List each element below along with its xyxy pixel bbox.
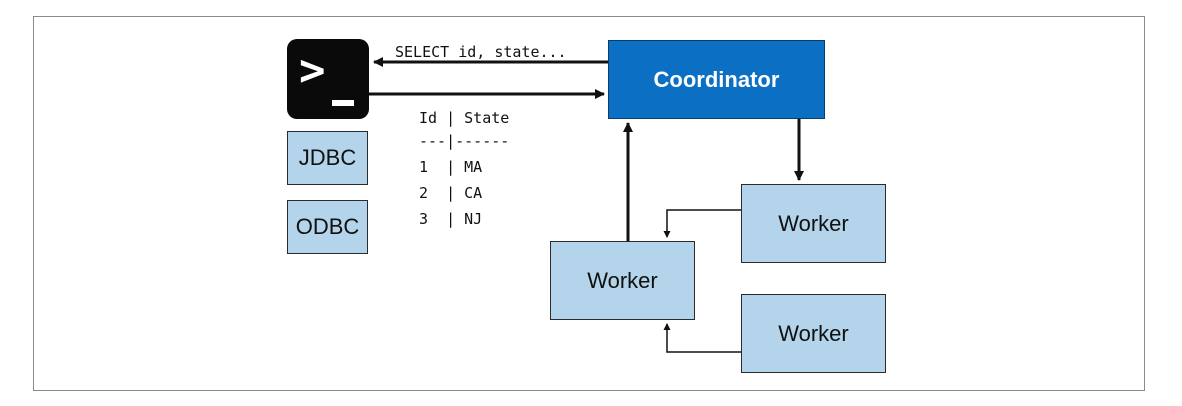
terminal-icon: > (287, 39, 369, 119)
result-table-row: 1 | MA (419, 158, 483, 176)
prompt-glyph: > (299, 45, 326, 96)
worker-node-center: Worker (550, 241, 695, 320)
result-table-separator: ---|------ (419, 132, 510, 150)
coordinator-node: Coordinator (608, 40, 825, 119)
diagram-frame (33, 16, 1145, 391)
query-text: SELECT id, state... (395, 43, 567, 61)
result-table-row: 3 | NJ (419, 210, 483, 228)
worker-exchange-arrow-top (663, 209, 741, 238)
result-table-header: Id | State (419, 109, 510, 127)
worker-node-bottom-right: Worker (741, 294, 886, 373)
jdbc-driver-box: JDBC (287, 131, 368, 185)
cursor-glyph (332, 100, 354, 106)
worker-node-top-right: Worker (741, 184, 886, 263)
result-table-row: 2 | CA (419, 184, 483, 202)
worker-exchange-arrow-bottom (663, 323, 741, 353)
odbc-driver-box: ODBC (287, 200, 368, 254)
